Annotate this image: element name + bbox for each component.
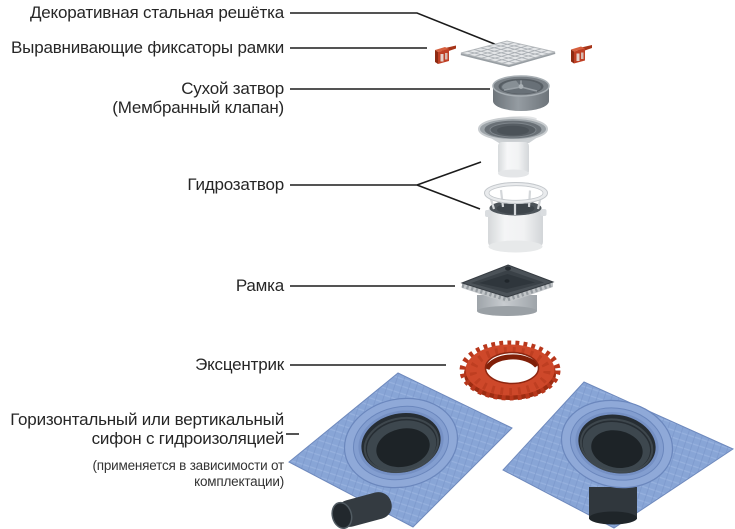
grate-plate <box>460 40 556 66</box>
water-seal-funnel <box>478 117 548 178</box>
pipe-opening <box>331 501 353 529</box>
label-grate: Декоративная стальная решётка <box>29 3 284 22</box>
cup-membrane-highlight <box>502 80 521 89</box>
funnel-bottom <box>498 169 529 178</box>
label-clamps: Выравнивающие фиксаторы рамки <box>11 38 284 57</box>
insert-crown-inner-outline <box>488 185 544 201</box>
drain-deep <box>376 428 430 468</box>
eccentric-face-ribs <box>469 347 551 395</box>
frame-center-hole <box>504 279 510 283</box>
siphons-with-waterproofing <box>288 372 735 529</box>
label-dry-seal-line2: (Мембранный клапан) <box>112 98 284 117</box>
insert-crown-posts <box>488 189 543 215</box>
pipe-bottom <box>589 511 637 525</box>
cup-hub <box>518 84 524 89</box>
frame-leveling-clamp-left <box>435 45 456 64</box>
decorative-steel-grate <box>460 40 556 68</box>
clamp-top-face <box>571 46 585 52</box>
grate-grid-lines <box>467 42 549 64</box>
horizontal-siphon-with-waterproofing <box>288 372 513 529</box>
clamp-detail <box>440 54 444 62</box>
label-siphon: Горизонтальный или вертикальный сифон с … <box>0 410 284 448</box>
drain-flange-right <box>560 399 674 489</box>
insert-hook-right <box>540 209 547 216</box>
clamp-top-face <box>435 47 449 52</box>
frame-leveling-clamp-right <box>571 45 592 64</box>
frame-serration-teeth <box>461 282 554 302</box>
eccentric-teeth <box>459 340 561 401</box>
label-siphon-line2: сифон с гидроизоляцией <box>91 429 285 448</box>
clamp-detail <box>576 53 580 61</box>
drain-deep <box>591 430 643 468</box>
clamp-side <box>435 50 438 64</box>
leader-grate <box>290 12 498 46</box>
insert-bottom <box>488 240 543 253</box>
eccentric-ring <box>459 340 561 401</box>
label-dry-seal-line1: Сухой затвор <box>181 79 284 98</box>
clamp-side <box>571 49 574 64</box>
leader-water-seal <box>290 161 482 210</box>
label-water-seal: Гидрозатвор <box>187 175 284 194</box>
funnel-cylinder <box>498 142 529 175</box>
drain-highlight <box>363 416 440 473</box>
insert-body <box>488 207 543 247</box>
frame <box>460 264 555 316</box>
insert-crown-outline <box>484 182 548 204</box>
label-siphon-line1: Горизонтальный или вертикальный <box>10 410 284 429</box>
horizontal-outlet-pipe <box>331 492 392 529</box>
drain-flange-left <box>343 397 459 489</box>
eccentric-hole-rim <box>484 351 540 385</box>
insert-hook-left <box>485 210 491 217</box>
label-dry-seal: Сухой затвор (Мембранный клапан) <box>0 79 284 117</box>
label-siphon-note: (применяется в зависимости от комплектац… <box>92 458 284 489</box>
clamp-detail <box>581 52 584 59</box>
vertical-siphon-with-waterproofing <box>502 381 735 529</box>
drain-highlight <box>579 418 654 474</box>
label-eccentric: Эксцентрик <box>195 355 284 374</box>
water-seal-insert <box>484 182 548 253</box>
frame-knob <box>505 266 511 271</box>
insert-crown-ring <box>484 182 548 204</box>
label-frame: Рамка <box>235 276 284 295</box>
frame-collar-bottom <box>477 306 537 316</box>
eccentric-hole-wall <box>484 354 539 371</box>
funnel-throat <box>497 125 529 136</box>
clamp-detail <box>445 53 448 60</box>
vertical-outlet-pipe <box>589 487 637 525</box>
